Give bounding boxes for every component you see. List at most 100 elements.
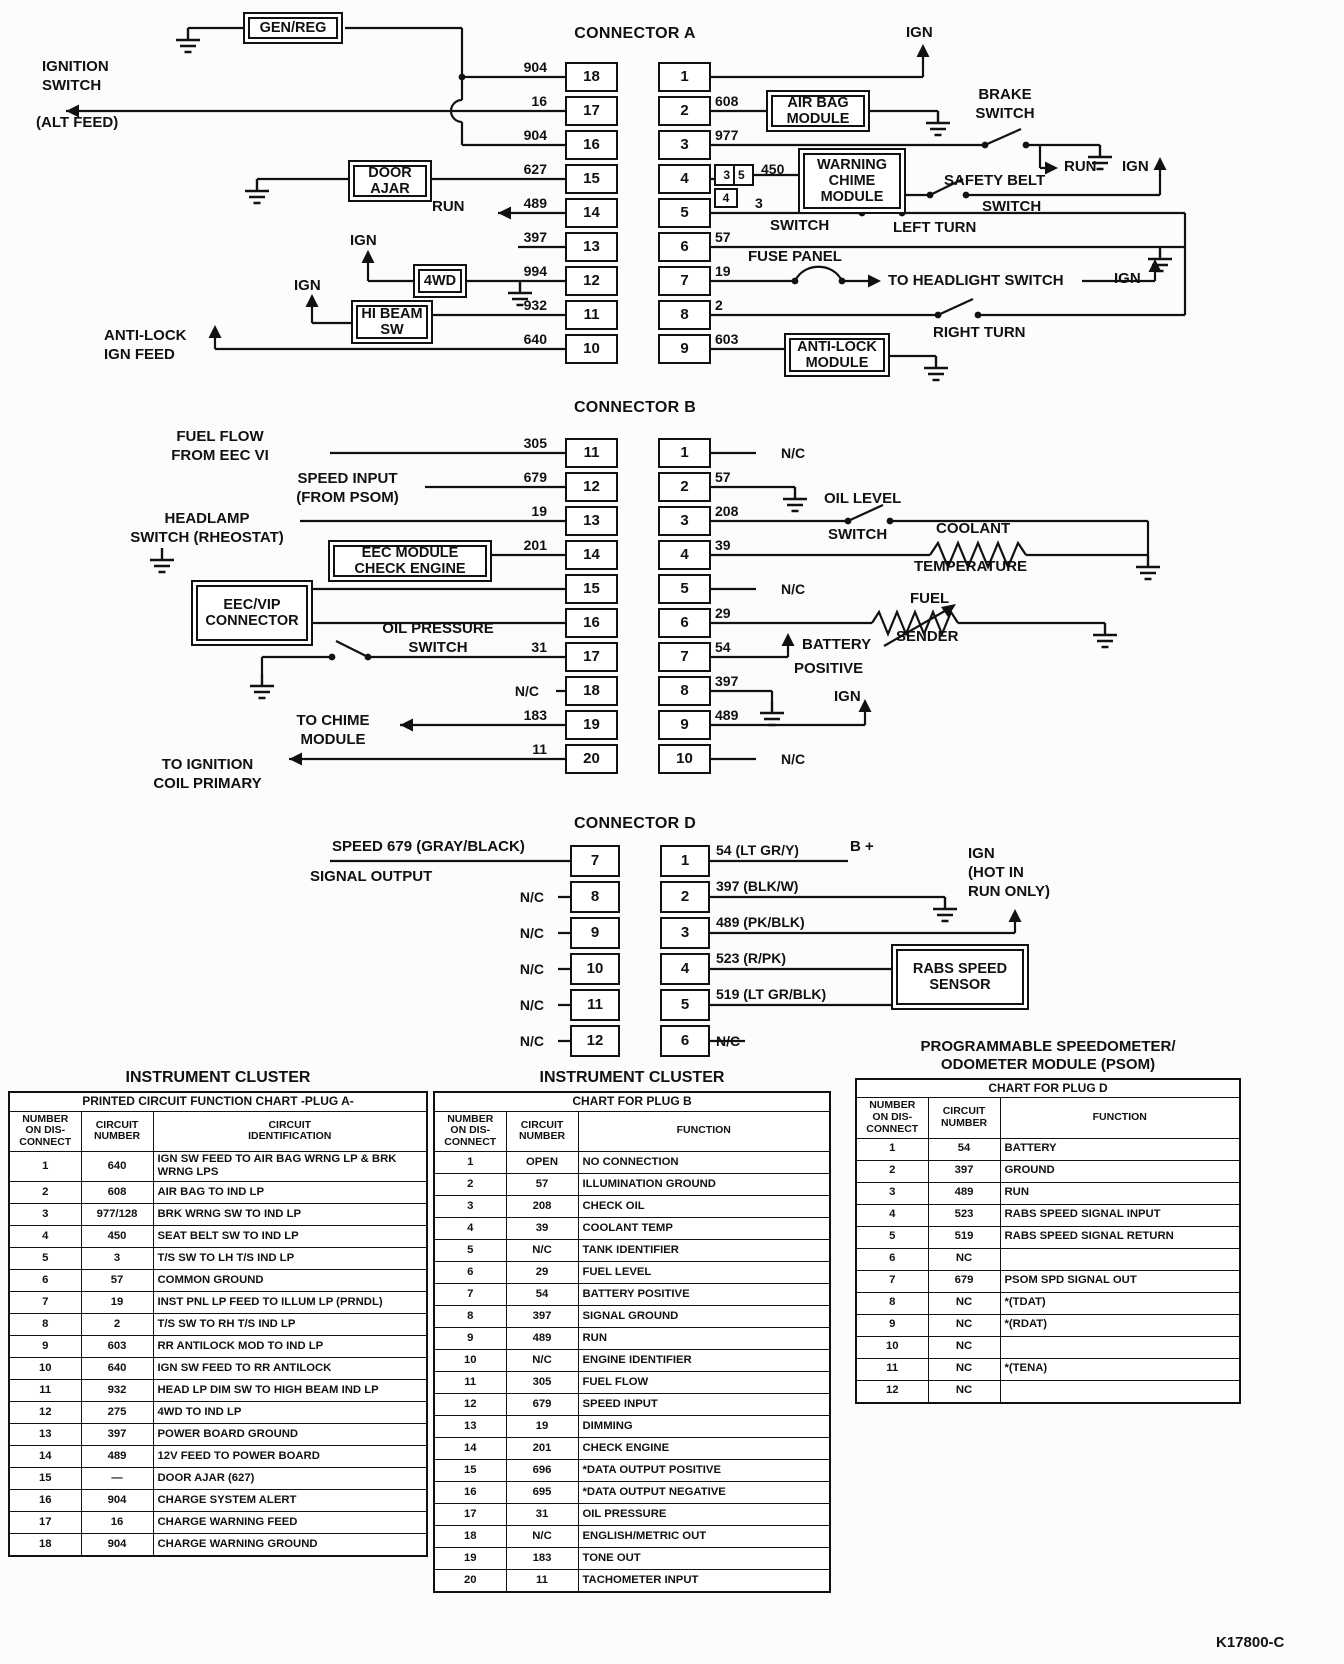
wire-label-d-left-9: N/C	[519, 925, 544, 941]
table-cell: 54	[505, 1282, 579, 1306]
table-cell: T/S SW TO LH T/S IND LP	[152, 1246, 428, 1270]
table-cell: 275	[80, 1400, 154, 1424]
connector-b-pin-left-16: 16	[565, 608, 618, 638]
wire-label-b-left-14: 201	[523, 537, 547, 553]
connector-b-pin-right-6: 6	[658, 608, 711, 638]
table-cell: 1	[855, 1137, 929, 1161]
connector-d-title: CONNECTOR D	[573, 815, 697, 832]
table-cell	[999, 1247, 1241, 1271]
connector-a-pin-left-17: 17	[565, 96, 618, 126]
wire-label-d-right-3: 489 (PK/BLK)	[716, 914, 805, 930]
connector-d-pin-left-7: 7	[570, 845, 620, 877]
wire-label-b-left-19: 183	[523, 707, 547, 723]
wire-label-b-left-20: 11	[532, 741, 547, 757]
table-cell: CHECK ENGINE	[577, 1436, 831, 1460]
wire-label-d-left-11: N/C	[519, 997, 544, 1013]
table-cell: 15	[8, 1466, 82, 1490]
connector-a-pin-left-10: 10	[565, 334, 618, 364]
wire-label-b-right-7: 54	[715, 639, 731, 655]
label-coolant: COOLANT	[936, 520, 1011, 537]
label-fuel: FUEL	[910, 590, 950, 607]
table-cell: 19	[80, 1290, 154, 1314]
table-cell: *(RDAT)	[999, 1313, 1241, 1337]
table-cell: 1	[8, 1150, 82, 1182]
table-cell: 9	[433, 1326, 507, 1350]
table-cell: 6	[855, 1247, 929, 1271]
wire-label-b-right-9: 489	[715, 707, 739, 723]
label-oil-pressure-switch: OIL PRESSURE SWITCH	[382, 620, 494, 656]
table-cell: 10	[433, 1348, 507, 1372]
connector-b-pin-left-19: 19	[565, 710, 618, 740]
wire-label-b-right-6: 29	[715, 605, 731, 621]
table-cell: 18	[8, 1532, 82, 1557]
wire-label-d-right-2: 397 (BLK/W)	[716, 878, 799, 894]
label-switch-pin5: SWITCH	[770, 217, 830, 234]
pin4-mini-box-4: 4	[714, 188, 738, 208]
connector-a-pin-left-18: 18	[565, 62, 618, 92]
table-row: 15—DOOR AJAR (627)	[8, 1466, 428, 1490]
wire-label-a-left-12: 994	[523, 263, 547, 279]
wire-label-a-right-2: 608	[715, 93, 739, 109]
wire-label-b-left-13: 19	[531, 503, 547, 519]
table-cell: 5	[8, 1246, 82, 1270]
connector-b-pin-left-18: 18	[565, 676, 618, 706]
wire-label-a-right-4: 450	[761, 161, 785, 177]
table-cell: 15	[433, 1458, 507, 1482]
label-ign-fuse: IGN	[1114, 270, 1141, 287]
table-cell: 57	[80, 1268, 154, 1292]
table-cell: INST PNL LP FEED TO ILLUM LP (PRNDL)	[152, 1290, 428, 1314]
table-cell: 17	[8, 1510, 82, 1534]
table-cell: FUEL FLOW	[577, 1370, 831, 1394]
connector-d-pin-right-1: 1	[660, 845, 710, 877]
table-cell: 9	[855, 1313, 929, 1337]
table-cell: 397	[80, 1422, 154, 1446]
label-speed-679: SPEED 679 (GRAY/BLACK)	[332, 838, 525, 855]
table-cell: 640	[80, 1356, 154, 1380]
4wd-box: 4WD	[413, 264, 467, 298]
table-cell: 3	[855, 1181, 929, 1205]
label-alt-feed: (ALT FEED)	[36, 114, 119, 131]
table-cell: 305	[505, 1370, 579, 1394]
wire-label-d-right-6: N/C	[716, 1033, 741, 1049]
table-column-header: NUMBER ON DIS- CONNECT	[433, 1110, 507, 1152]
plug-d-table-title: PROGRAMMABLE SPEEDOMETER/ ODOMETER MODUL…	[920, 1038, 1176, 1073]
table-cell: ENGLISH/METRIC OUT	[577, 1524, 831, 1548]
label-positive: POSITIVE	[794, 660, 864, 677]
table-cell: 2	[8, 1180, 82, 1204]
connector-b-pin-right-9: 9	[658, 710, 711, 740]
plug-d-table-block: PROGRAMMABLE SPEEDOMETER/ ODOMETER MODUL…	[855, 1038, 1241, 1404]
connector-d-pin-left-9: 9	[570, 917, 620, 949]
table-cell: *DATA OUTPUT NEGATIVE	[577, 1480, 831, 1504]
table-cell: 519	[927, 1225, 1001, 1249]
table-cell: 16	[8, 1488, 82, 1512]
eec-module-check-engine-box: EEC MODULE CHECK ENGINE	[328, 540, 492, 582]
table-cell: 523	[927, 1203, 1001, 1227]
table-cell: PSOM SPD SIGNAL OUT	[999, 1269, 1241, 1293]
table-cell: 8	[8, 1312, 82, 1336]
connector-a-pin-right-3: 3	[658, 130, 711, 160]
table-cell: 397	[927, 1159, 1001, 1183]
label-headlamp-switch: HEADLAMP SWITCH (RHEOSTAT)	[130, 510, 284, 546]
connector-a-pin-left-15: 15	[565, 164, 618, 194]
connector-a-pin-right-2: 2	[658, 96, 711, 126]
table-cell: CHARGE WARNING FEED	[152, 1510, 428, 1534]
connector-a-pin-right-4: 4	[658, 164, 711, 194]
gen-reg-box: GEN/REG	[243, 12, 343, 44]
connector-a-pin-right-9: 9	[658, 334, 711, 364]
table-cell: 489	[80, 1444, 154, 1468]
